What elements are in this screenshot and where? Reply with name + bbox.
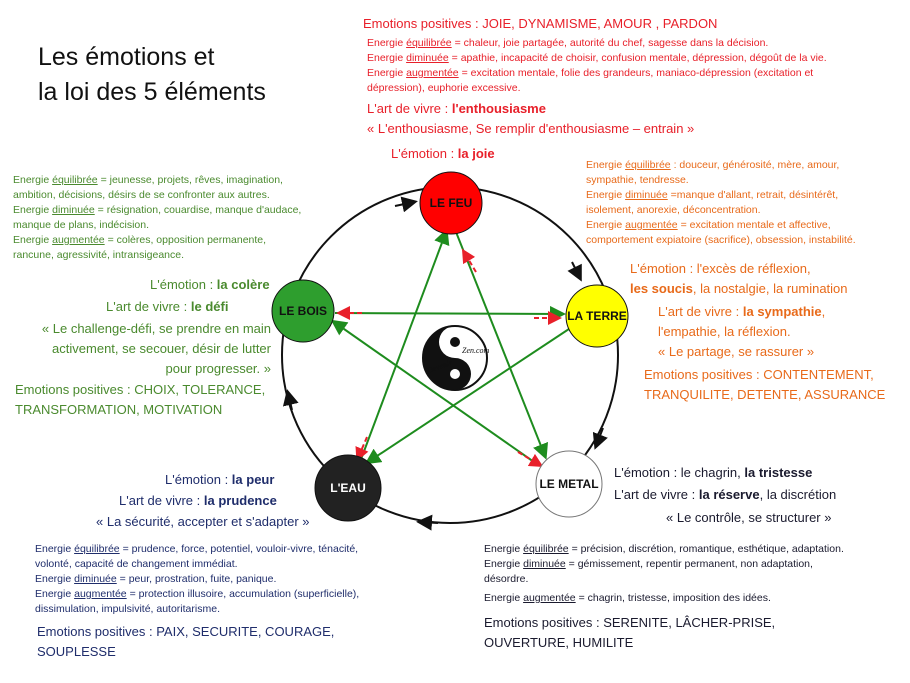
node-metal: LE METAL [535,450,603,518]
terre-quote: « Le partage, se rassurer » [658,344,815,359]
bois-energy-diminuee-2: manque de plans, indécision. [13,219,150,231]
terre-info: Energie équilibrée : douceur, générosité… [586,158,906,248]
control-arrow-eau-feu [359,228,450,463]
bois-quote: « Le challenge-défi, se prendre en main … [41,321,271,376]
terre-positive: Emotions positives : CONTENTEMENT, TRANQ… [644,367,886,402]
node-metal-label: LE METAL [539,477,598,491]
bois-info: Energie équilibrée = jeunesse, projets, … [13,173,333,263]
eau-art-de-vivre: L'art de vivre : la prudence [119,493,277,508]
bois-energy-augmentee: Energie augmentée = colères, opposition … [13,234,267,246]
feu-energy-augmentee: Energie augmentée = excitation mentale, … [367,67,814,79]
bois-energy-diminuee: Energie diminuée = résignation, couardis… [13,204,302,216]
eau-emotion: L'émotion : la peur [165,472,275,487]
metal-energy-equilibree: Energie équilibrée = précision, discréti… [484,543,844,555]
cycle-arrow-terre-metal [592,427,608,450]
bois-emotion: L'émotion : la colère [150,277,270,292]
bois-energy-equilibree: Energie équilibrée = jeunesse, projets, … [13,174,283,186]
node-bois-label: LE BOIS [279,304,327,318]
feu-positive: Emotions positives : JOIE, DYNAMISME, AM… [363,16,718,31]
terre-art-de-vivre: L'art de vivre : la sympathie, l'empathi… [658,302,898,362]
node-terre-label: LA TERRE [567,309,627,323]
node-feu: LE FEU [419,171,483,235]
cycle-arrow-eau-bois [282,389,299,411]
terre-energy-augmentee-2: comportement expiatoire (sacrifice), obs… [586,234,856,246]
feu-emotion: L'émotion : la joie [391,146,495,161]
control-arrow-bois-terre [334,305,566,322]
bois-energy-equilibree-2: ambition, décisions, désirs de se confro… [13,189,270,201]
terre-energy-diminuee-2: isolement, anorexie, déconcentration. [586,204,761,216]
eau-quote: « La sécurité, accepter et s'adapter » [96,514,310,529]
eau-energy-augmentee-2: dissimulation, impulsivité, autoritarism… [35,603,220,615]
cycle-arrow-bois-feu [394,196,418,213]
terre-emotion: L'émotion : l'excès de réflexion, les so… [630,261,848,296]
node-feu-label: LE FEU [430,196,473,210]
metal-energy-diminuee-2: désordre. [484,573,529,585]
counter-arrow-eau [355,436,369,462]
terre-energy-diminuee: Energie diminuée =manque d'allant, retra… [586,189,839,201]
feu-energy-equilibree: Energie équilibrée = chaleur, joie parta… [367,37,769,49]
logo-right-text: Zen.com [462,346,490,355]
cycle-arrow-feu-terre [567,261,582,282]
node-eau-label: L'EAU [330,481,366,495]
bois-positive: Emotions positives : CHOIX, TOLERANCE, T… [15,382,266,417]
control-arrow-metal-bois [330,319,535,463]
feu-energy-diminuee: Energie diminuée = apathie, incapacité d… [367,52,827,64]
metal-emotion: L'émotion : le chagrin, la tristesse [614,465,813,480]
feu-info: Emotions positives : JOIE, DYNAMISME, AM… [363,14,903,164]
counter-arrow-metal [517,451,544,468]
title-line-2: la loi des 5 éléments [38,78,266,106]
node-bois: LE BOIS [271,279,335,343]
metal-positive: Emotions positives : SERENITE, LÂCHER-PR… [484,615,776,650]
counter-arrow-feu [461,248,477,273]
metal-quote: « Le contrôle, se structurer » [666,510,832,525]
metal-energy-augmentee: Energie augmentée = chagrin, tristesse, … [484,592,771,604]
metal-energy-diminuee: Energie diminuée = gémissement, repentir… [484,558,813,570]
bois-energy-augmentee-2: rancune, agressivité, intransigeance. [13,249,185,261]
eau-energy-equilibree: Energie équilibrée = prudence, force, po… [35,543,359,555]
eau-positive: Emotions positives : PAIX, SECURITE, COU… [37,624,335,659]
bois-art-de-vivre: L'art de vivre : le défi [106,299,229,314]
page-title: Les émotions et la loi des 5 éléments [38,40,266,110]
cycle-arrow-metal-eau [416,514,439,531]
eau-energy-augmentee: Energie augmentée = protection illusoire… [35,588,360,600]
eau-energy: Energie équilibrée = prudence, force, po… [35,542,445,617]
feu-art-de-vivre: L'art de vivre : l'enthousiasme [367,101,546,116]
terre-energy-augmentee: Energie augmentée = excitation mentale e… [586,219,831,231]
metal-art-de-vivre: L'art de vivre : la réserve, la discréti… [614,487,837,502]
feu-quote: « L'enthousiasme, Se remplir d'enthousia… [367,121,695,136]
title-line-1: Les émotions et [38,43,215,71]
node-eau: L'EAU [314,454,382,522]
eau-energy-diminuee: Energie diminuée = peur, prostration, fu… [35,573,277,585]
control-arrow-terre-eau [364,324,576,465]
node-terre: LA TERRE [565,284,629,348]
yin-yang-icon: Devenir Zen.com [422,325,490,391]
metal-energy: Energie équilibrée = précision, discréti… [484,542,904,606]
eau-energy-equilibree-2: volonté, capacité de changement immédiat… [35,558,238,570]
control-arrow-feu-metal [455,231,549,460]
terre-energy-equilibree: Energie équilibrée : douceur, générosité… [586,159,840,171]
terre-energy-equilibree-2: sympathie, tendresse. [586,174,689,186]
feu-energy-augmentee-2: dépression), euphorie excessive. [367,82,521,94]
